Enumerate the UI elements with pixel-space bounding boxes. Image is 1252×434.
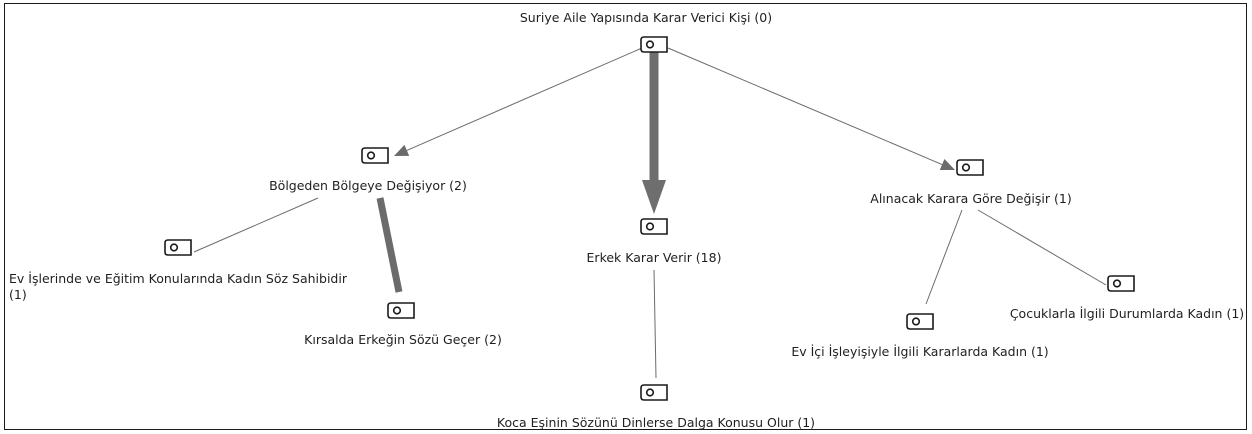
- edge-bolge-evis: [193, 197, 319, 253]
- edge-line: [667, 47, 943, 165]
- node-label: Ev İşlerinde ve Eğitim Konularında Kadın…: [9, 271, 348, 286]
- edge-line: [653, 269, 657, 379]
- node-label: Kırsalda Erkeğin Sözü Geçer (2): [304, 332, 502, 347]
- node-kirsal[interactable]: Kırsalda Erkeğin Sözü Geçer (2): [304, 302, 502, 347]
- node-evis[interactable]: Ev İşlerinde ve Eğitim Konularında Kadın…: [9, 239, 348, 302]
- node-alin[interactable]: Alınacak Karara Göre Değişir (1): [870, 159, 1072, 206]
- node-label: Bölgeden Bölgeye Değişiyor (2): [269, 178, 467, 193]
- edge-line: [406, 47, 643, 151]
- node-evici[interactable]: Ev İçi İşleyişiyle İlgili Kararlarda Kad…: [791, 313, 1049, 359]
- nodes-layer: Suriye Aile Yapısında Karar Verici Kişi …: [9, 10, 1244, 430]
- edge-root-bolge: [394, 47, 643, 156]
- edge-line: [376, 197, 403, 293]
- edge-line: [977, 209, 1107, 286]
- node-erkek[interactable]: Erkek Karar Verir (18): [587, 218, 722, 265]
- node-koca[interactable]: Koca Eşinin Sözünü Dinlerse Dalga Konusu…: [497, 384, 815, 430]
- node-label: Koca Eşinin Sözünü Dinlerse Dalga Konusu…: [497, 415, 815, 430]
- node-tag-icon: [640, 36, 668, 53]
- arrowhead-icon: [642, 180, 666, 214]
- node-tag-icon: [956, 159, 984, 176]
- edge-line: [925, 209, 963, 305]
- node-tag-icon: [1107, 275, 1135, 292]
- arrowhead-icon: [394, 144, 410, 156]
- edges-layer: [193, 47, 1107, 379]
- node-cocuk[interactable]: Çocuklarla İlgili Durumlarda Kadın (1): [1010, 275, 1244, 321]
- node-label: Alınacak Karara Göre Değişir (1): [870, 191, 1071, 206]
- node-tag-icon: [387, 302, 415, 319]
- node-tag-icon: [164, 239, 192, 256]
- node-label: Ev İçi İşleyişiyle İlgili Kararlarda Kad…: [791, 344, 1048, 359]
- node-tag-icon: [640, 218, 668, 235]
- node-tag-icon: [906, 313, 934, 330]
- node-root[interactable]: Suriye Aile Yapısında Karar Verici Kişi …: [520, 10, 772, 53]
- node-label: Erkek Karar Verir (18): [587, 250, 722, 265]
- node-tag-icon: [640, 384, 668, 401]
- node-label: Çocuklarla İlgili Durumlarda Kadın (1): [1010, 306, 1244, 321]
- edge-erkek-koca: [653, 269, 657, 379]
- edge-root-erkek: [642, 52, 666, 214]
- edge-line: [193, 197, 319, 253]
- edge-root-alin: [667, 47, 955, 171]
- arrowhead-icon: [939, 159, 955, 171]
- edge-bolge-kirsal: [376, 197, 403, 293]
- node-bolge[interactable]: Bölgeden Bölgeye Değişiyor (2): [269, 147, 467, 193]
- node-label: (1): [9, 287, 27, 302]
- edge-alin-evici: [925, 209, 963, 305]
- node-label: Suriye Aile Yapısında Karar Verici Kişi …: [520, 10, 772, 25]
- edge-alin-cocuk: [977, 209, 1107, 286]
- diagram-frame: [4, 3, 1247, 430]
- node-tag-icon: [361, 147, 389, 164]
